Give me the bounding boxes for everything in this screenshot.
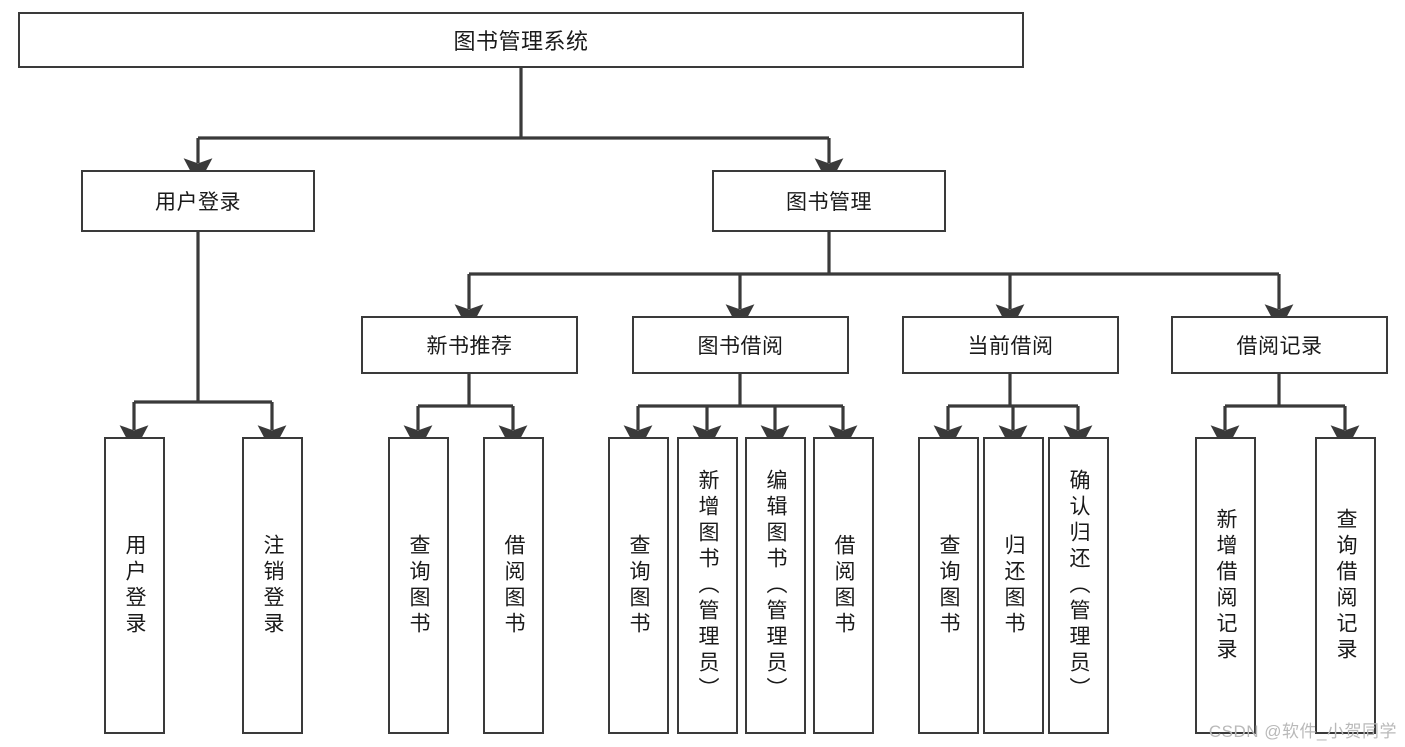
node-label: 查询图书 <box>407 533 430 638</box>
leaf-add-book-admin[interactable]: 新增图书（管理员） <box>677 437 738 734</box>
node-book-management[interactable]: 图书管理 <box>712 170 946 232</box>
node-label: 新增图书（管理员） <box>696 468 719 703</box>
node-label: 图书管理 <box>786 191 872 214</box>
node-label: 新增借阅记录 <box>1214 507 1237 664</box>
node-label: 借阅记录 <box>1236 335 1323 358</box>
node-label: 查询借阅记录 <box>1334 507 1357 664</box>
node-label: 用户登录 <box>155 191 241 214</box>
node-label: 图书管理系统 <box>453 29 589 54</box>
leaf-query-book-recommend[interactable]: 查询图书 <box>388 437 449 734</box>
node-user-login[interactable]: 用户登录 <box>81 170 315 232</box>
leaf-return-book[interactable]: 归还图书 <box>983 437 1044 734</box>
watermark-text: CSDN @软件_小贺同学 <box>1208 722 1397 741</box>
leaf-user-logout[interactable]: 注销登录 <box>242 437 303 734</box>
node-label: 图书借阅 <box>697 335 784 358</box>
node-label: 当前借阅 <box>967 335 1054 358</box>
node-label: 编辑图书（管理员） <box>764 468 787 703</box>
node-book-borrow[interactable]: 图书借阅 <box>632 316 849 374</box>
node-label: 归还图书 <box>1002 533 1025 638</box>
node-label: 查询图书 <box>627 533 650 638</box>
leaf-confirm-return-admin[interactable]: 确认归还（管理员） <box>1048 437 1109 734</box>
node-new-book-recommend[interactable]: 新书推荐 <box>361 316 578 374</box>
leaf-user-login[interactable]: 用户登录 <box>104 437 165 734</box>
node-label: 新书推荐 <box>426 335 513 358</box>
node-label: 借阅图书 <box>832 533 855 638</box>
node-label: 查询图书 <box>937 533 960 638</box>
leaf-add-borrow-record[interactable]: 新增借阅记录 <box>1195 437 1256 734</box>
node-label: 借阅图书 <box>502 533 525 638</box>
node-root-system[interactable]: 图书管理系统 <box>18 12 1024 68</box>
leaf-edit-book-admin[interactable]: 编辑图书（管理员） <box>745 437 806 734</box>
leaf-borrow-book-recommend[interactable]: 借阅图书 <box>483 437 544 734</box>
node-label: 用户登录 <box>123 533 146 638</box>
node-label: 注销登录 <box>261 533 284 638</box>
leaf-query-book-current[interactable]: 查询图书 <box>918 437 979 734</box>
node-borrow-record[interactable]: 借阅记录 <box>1171 316 1388 374</box>
node-current-borrow[interactable]: 当前借阅 <box>902 316 1119 374</box>
leaf-query-book-borrow[interactable]: 查询图书 <box>608 437 669 734</box>
node-label: 确认归还（管理员） <box>1067 468 1090 703</box>
leaf-borrow-book[interactable]: 借阅图书 <box>813 437 874 734</box>
leaf-query-borrow-record[interactable]: 查询借阅记录 <box>1315 437 1376 734</box>
